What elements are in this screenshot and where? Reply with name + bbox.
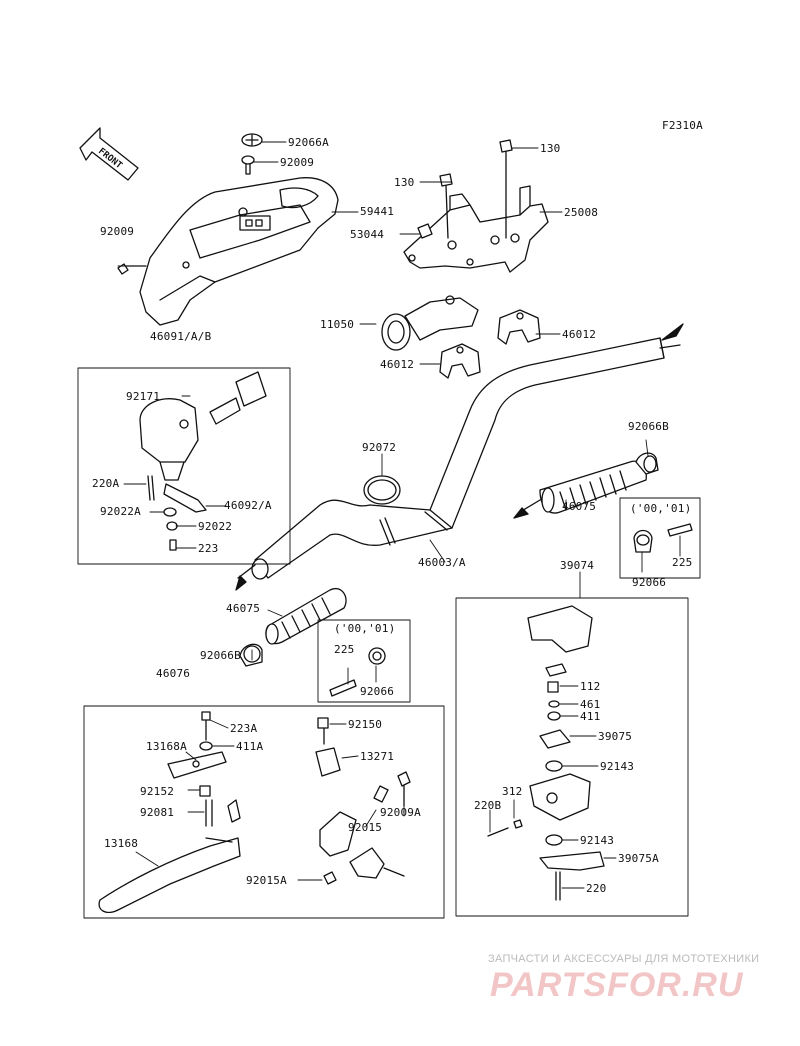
part-label: 92066A — [288, 136, 329, 149]
part-label: 223 — [198, 542, 219, 555]
part-label: 220B — [474, 799, 502, 812]
part-label: 46012 — [380, 358, 415, 371]
spacer-53044-part — [417, 223, 433, 239]
screw-92009-left — [117, 263, 147, 275]
part-label: 411 — [580, 710, 601, 723]
part-label: 223A — [230, 722, 258, 735]
part-label: 92015A — [246, 874, 287, 887]
bolt-130-left — [439, 173, 453, 239]
part-label: 92009 — [100, 225, 135, 238]
part-label: 39075 — [598, 730, 633, 743]
part-label: 92171 — [126, 390, 161, 403]
part-label: 411A — [236, 740, 264, 753]
figure-code: F2310A — [662, 119, 703, 132]
part-label: 13168A — [146, 740, 187, 753]
variant-box-left — [317, 619, 411, 703]
part-label: 92150 — [348, 718, 383, 731]
switch-box-right — [455, 597, 689, 917]
part-label: 461 — [580, 698, 601, 711]
band-92072-part — [363, 475, 401, 505]
clamp-cap-46012-left — [439, 343, 481, 379]
grip-46075-left — [265, 587, 347, 645]
watermark-logo: PARTSFOR.RU — [490, 966, 744, 1004]
part-label: 225 — [334, 643, 355, 656]
part-label: 92015 — [348, 821, 383, 834]
part-label: 92022 — [198, 520, 233, 533]
part-label: 92152 — [140, 785, 175, 798]
part-label: 92066 — [360, 685, 395, 698]
part-label: 92143 — [580, 834, 615, 847]
clamp-11050-part — [381, 295, 479, 351]
part-label: 92022A — [100, 505, 141, 518]
part-label: 92072 — [362, 441, 397, 454]
grip-cap-92066B-left — [239, 643, 263, 667]
part-label: 92066 — [632, 576, 667, 589]
part-label: 92066B — [628, 420, 669, 433]
part-label: ('00,'01) — [334, 622, 396, 635]
part-label: 130 — [540, 142, 561, 155]
part-label: ('00,'01) — [630, 502, 692, 515]
part-label: 92081 — [140, 806, 175, 819]
clamp-cap-46012-right — [497, 309, 541, 345]
part-label: 25008 — [564, 206, 599, 219]
part-label: 13271 — [360, 750, 395, 763]
part-label: 220 — [586, 882, 607, 895]
grip-46075-right — [513, 460, 647, 519]
part-label: 220A — [92, 477, 120, 490]
part-label: 46012 — [562, 328, 597, 341]
screw-cap-92066A — [241, 133, 263, 147]
part-label: 59441 — [360, 205, 395, 218]
grip-cap-92066B-right — [635, 452, 659, 475]
part-label: 46075 — [562, 500, 597, 513]
part-label: 46075 — [226, 602, 261, 615]
lever-box-left — [83, 705, 445, 919]
part-label: 92009 — [280, 156, 315, 169]
part-label: 39074 — [560, 559, 595, 572]
watermark-tagline: ЗАПЧАСТИ И АКСЕССУАРЫ ДЛЯ МОТОТЕХНИКИ — [488, 953, 760, 965]
part-label: 46092/A — [224, 499, 272, 512]
part-label: 46091/A/B — [150, 330, 212, 343]
screw-92009-top — [241, 155, 255, 175]
part-label: 112 — [580, 680, 601, 693]
bracket-25008-part — [403, 185, 549, 273]
part-label: 92009A — [380, 806, 421, 819]
part-label: 39075A — [618, 852, 659, 865]
part-label: 11050 — [320, 318, 355, 331]
part-label: 225 — [672, 556, 693, 569]
bolt-130-right — [499, 139, 513, 239]
part-label: 13168 — [104, 837, 139, 850]
part-label: 130 — [394, 176, 415, 189]
front-arrow-icon: FRONT — [79, 127, 139, 181]
leader-lines — [117, 141, 681, 889]
switch-box-left — [77, 367, 291, 565]
variant-box-right — [619, 497, 701, 579]
part-label: 312 — [502, 785, 523, 798]
part-label: 92066B — [200, 649, 241, 662]
part-label: 53044 — [350, 228, 385, 241]
part-label: 46076 — [156, 667, 191, 680]
part-label: 92143 — [600, 760, 635, 773]
handlebar-cover-part — [139, 177, 339, 326]
part-label: 46003/A — [418, 556, 466, 569]
